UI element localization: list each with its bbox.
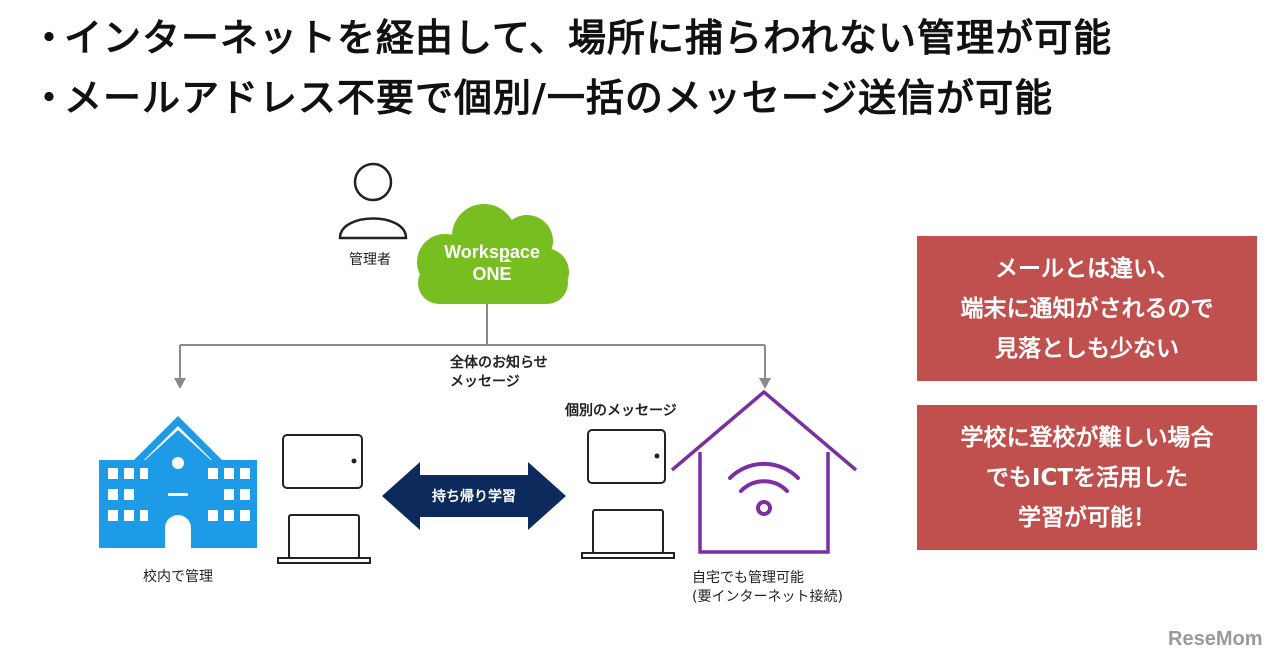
bullet-2: ・メールアドレス不要で個別/一括のメッセージ送信が可能 — [30, 76, 1053, 120]
note-box-remote-learning: 学校に登校が難しい場合 でもICTを活用した 学習が可能！ — [917, 405, 1257, 550]
bullet-1-text: インターネットを経由して、場所に捕らわれない管理が可能 — [64, 16, 1113, 60]
note-box-notification: メールとは違い、 端末に通知がされるので 見落としも少ない — [917, 236, 1257, 381]
laptop-icon-school — [277, 514, 371, 564]
bullet-1: ・インターネットを経由して、場所に捕らわれない管理が可能 — [30, 16, 1112, 60]
connector-lines — [179, 304, 766, 380]
admin-label: 管理者 — [349, 252, 391, 268]
school-windows — [108, 457, 250, 548]
note2-line3: 学習が可能！ — [1018, 504, 1156, 531]
bullet-marker: ・ — [30, 76, 70, 120]
cloud-label-line1: Workspace — [444, 242, 540, 262]
arrow-to-home — [759, 378, 771, 389]
broadcast-label-line2: メッセージ — [450, 374, 520, 390]
broadcast-label-line1: 全体のお知らせ — [450, 355, 548, 371]
tablet-icon-home — [587, 429, 666, 484]
home-icon — [670, 389, 858, 554]
bullet-2-text: メールアドレス不要で個別/一括のメッセージ送信が可能 — [64, 76, 1054, 120]
school-label: 校内で管理 — [143, 569, 213, 585]
bullet-marker: ・ — [30, 16, 70, 60]
laptop-icon-home — [581, 509, 675, 559]
note1-line1: メールとは違い、 — [995, 255, 1179, 282]
note1-line2: 端末に通知がされるので — [960, 295, 1214, 322]
double-arrow-icon — [382, 462, 566, 530]
note1-line3: 見落としも少ない — [995, 335, 1179, 362]
resemom-watermark-logo: ReseMom — [1168, 628, 1263, 650]
home-label-line1: 自宅でも管理可能 — [692, 570, 804, 586]
admin-person-icon — [338, 162, 408, 240]
arrow-label: 持ち帰り学習 — [432, 488, 516, 505]
wifi-icon — [728, 461, 800, 516]
arrow-to-school — [174, 378, 186, 389]
workspace-one-cloud-icon — [417, 204, 569, 304]
tablet-icon-school — [282, 434, 363, 489]
home-label-line2: (要インターネット接続) — [692, 589, 843, 605]
individual-message-label: 個別のメッセージ — [565, 403, 677, 419]
network-diagram: Workspace ONE 持ち帰り学習 — [99, 162, 858, 564]
note2-line1: 学校に登校が難しい場合 — [960, 424, 1214, 451]
note2-line2: でもICTを活用した — [985, 464, 1189, 491]
cloud-label-line2: ONE — [472, 264, 511, 284]
